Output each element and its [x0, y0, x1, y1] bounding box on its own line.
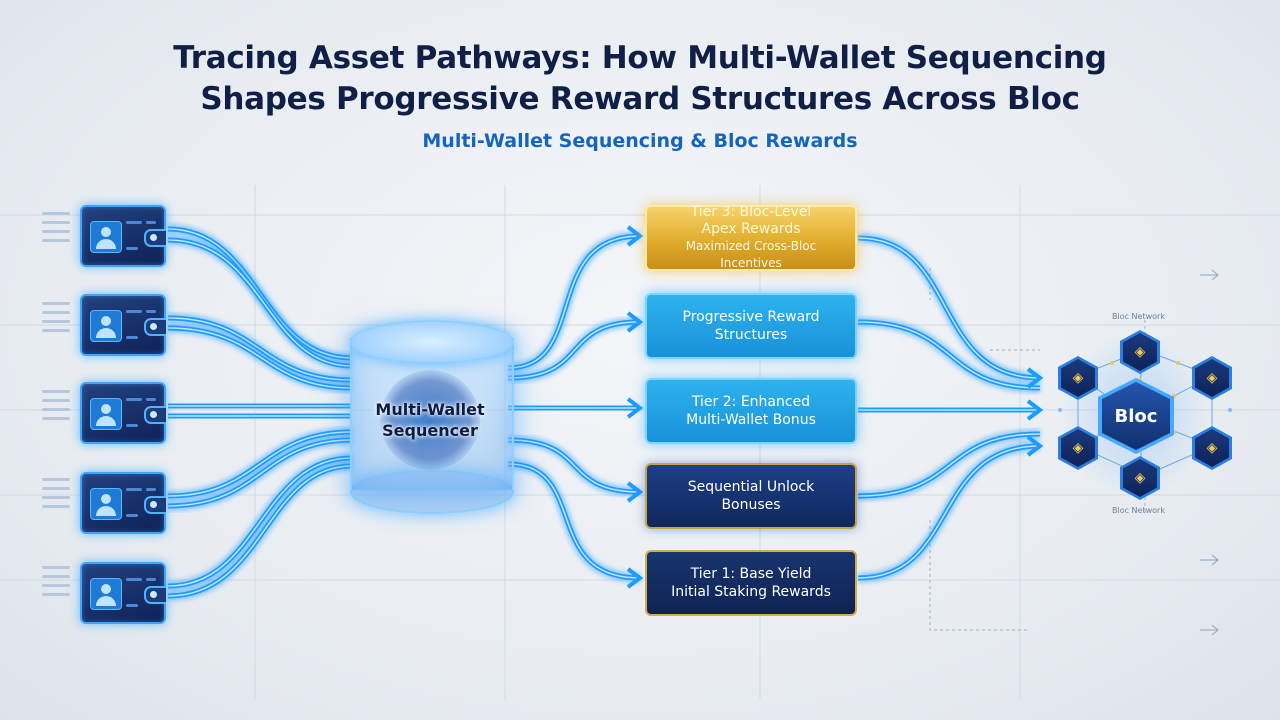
title-line-1: Tracing Asset Pathways: How Multi-Wallet…: [173, 40, 1107, 76]
flow-core-4: [167, 327, 353, 389]
crypto-node-icon: ◈: [1123, 333, 1157, 371]
crypto-node-icon: ◈: [1123, 459, 1157, 497]
flow-core-19: [857, 433, 1041, 497]
bloc-network-label-top: Bloc Network: [1112, 312, 1165, 321]
wallet-card-5: [80, 562, 166, 624]
flow-core-2: [167, 239, 353, 367]
flow-core-20: [857, 445, 1041, 579]
bloc-hub-label: Bloc: [1102, 382, 1170, 450]
flow-core-12: [507, 321, 641, 379]
arrowhead-icon: [626, 397, 644, 419]
flow-core-9: [167, 457, 353, 587]
tier-1-box: Tier 1: Base Yield Initial Staking Rewar…: [645, 550, 857, 616]
progressive-reward-box: Progressive Reward Structures: [645, 293, 857, 359]
flow-core-7: [167, 431, 353, 497]
flow-glow-15: [507, 459, 641, 583]
flow-core-8: [167, 439, 353, 507]
progressive-reward-line-1: Progressive Reward: [682, 309, 820, 325]
wallet-decoration: [42, 296, 70, 348]
arrowhead-icon: [626, 225, 644, 247]
wallet-decoration: [42, 472, 70, 524]
user-icon: [90, 398, 122, 430]
crypto-node-icon: ◈: [1195, 359, 1229, 397]
wallet-decoration: [42, 206, 70, 258]
bloc-network-label-bottom: Bloc Network: [1112, 506, 1165, 515]
flow-path-15: [507, 461, 641, 581]
title-line-2: Shapes Progressive Reward Structures Acr…: [200, 81, 1080, 117]
wallet-decoration: [42, 384, 70, 436]
crypto-node-icon: ◈: [1061, 359, 1095, 397]
tier-3-subtitle: Apex Rewards: [701, 221, 801, 237]
flow-core-14: [507, 439, 641, 493]
wallet-card-2: [80, 294, 166, 356]
gear-icon: [380, 370, 480, 470]
arrowhead-icon: [1026, 399, 1044, 421]
wallet-clasp-icon: [144, 229, 166, 247]
wallet-clasp-icon: [144, 586, 166, 604]
sequencer-label: Multi-Wallet Sequencer: [350, 399, 510, 441]
wallet-clasp-icon: [144, 318, 166, 336]
user-icon: [90, 578, 122, 610]
sequential-unlock-box: Sequential Unlock Bonuses: [645, 463, 857, 529]
page-subtitle: Multi-Wallet Sequencing & Bloc Rewards: [422, 130, 858, 152]
crypto-node-icon: ◈: [1061, 429, 1095, 467]
progressive-reward-line-2: Structures: [714, 327, 788, 343]
flow-core-16: [857, 237, 1041, 379]
arrowhead-icon: [626, 311, 644, 333]
flow-core-11: [507, 235, 641, 369]
tier-3-apex-box: Tier 3: Bloc-Level Apex Rewards Maximize…: [645, 204, 857, 271]
tier-2-subtitle: Multi-Wallet Bonus: [686, 412, 816, 428]
tier-2-title: Tier 2: Enhanced: [691, 394, 811, 410]
flow-core-17: [857, 321, 1041, 389]
arrowhead-icon: [1026, 367, 1044, 389]
crypto-node-icon: ◈: [1195, 429, 1229, 467]
user-icon: [90, 310, 122, 342]
arrowhead-icon: [626, 481, 644, 503]
flow-core-3: [167, 317, 353, 381]
arrowhead-icon: [1026, 435, 1044, 457]
user-icon: [90, 221, 122, 253]
tier-1-title: Tier 1: Base Yield: [690, 566, 812, 582]
tier-3-description: Maximized Cross-Bloc Incentives: [685, 239, 817, 270]
sequential-unlock-line-2: Bonuses: [721, 497, 781, 513]
sequencer-label-line-2: Sequencer: [382, 421, 478, 440]
wallet-decoration: [42, 560, 70, 612]
sequencer-top: [350, 320, 514, 364]
page-title: Tracing Asset Pathways: How Multi-Wallet…: [0, 38, 1280, 120]
tier-2-box: Tier 2: Enhanced Multi-Wallet Bonus: [645, 378, 857, 444]
sequencer-label-line-1: Multi-Wallet: [375, 400, 485, 419]
flow-core-10: [167, 465, 353, 597]
user-icon: [90, 488, 122, 520]
arrowhead-icon: [626, 567, 644, 589]
wallet-clasp-icon: [144, 496, 166, 514]
wallet-card-3: [80, 382, 166, 444]
sequential-unlock-line-1: Sequential Unlock: [687, 479, 815, 495]
flow-core-15: [507, 463, 641, 579]
tier-3-title: Tier 3: Bloc-Level: [690, 204, 812, 220]
wallet-clasp-icon: [144, 406, 166, 424]
tier-1-subtitle: Initial Staking Rewards: [671, 584, 831, 600]
wallet-card-4: [80, 472, 166, 534]
wallet-card-1: [80, 205, 166, 267]
